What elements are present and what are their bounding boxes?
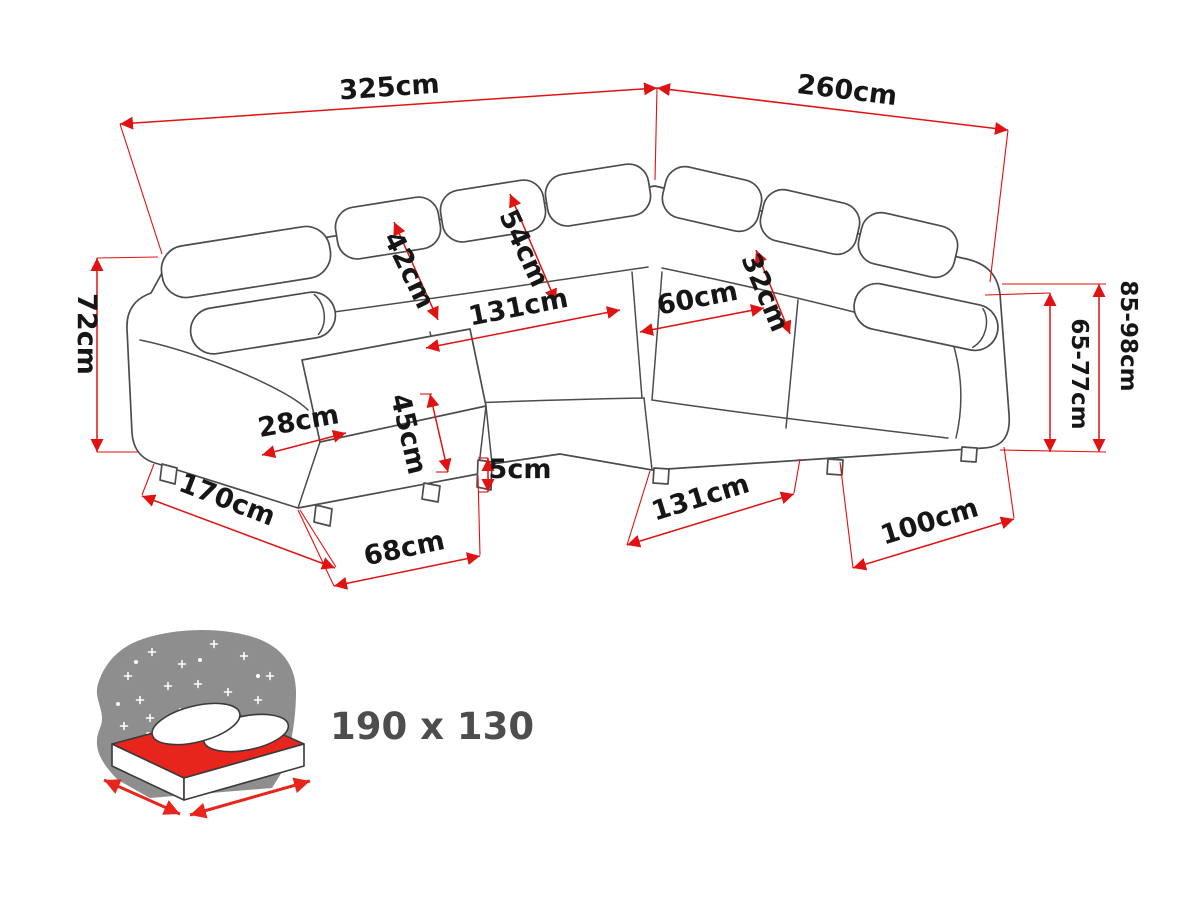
label-max-height: 85-98cm xyxy=(1115,280,1141,391)
dimension-lines xyxy=(90,82,1107,590)
label-left-arm-height: 72cm xyxy=(71,293,102,375)
label-total-width: 325cm xyxy=(338,69,440,107)
sleeping-area-label: 190 x 130 xyxy=(330,705,534,748)
bed-length-arrow xyxy=(103,778,181,816)
headrest-cushion xyxy=(759,188,861,256)
dim-line-backrest-middle xyxy=(509,193,557,303)
pillow xyxy=(151,702,241,746)
sofa-leg xyxy=(159,463,178,485)
seat-front-edge-right xyxy=(651,399,949,439)
headrest-cushion xyxy=(160,225,332,299)
sofa-leg xyxy=(960,446,978,463)
sofa-leg xyxy=(421,482,441,503)
bed-width-arrow xyxy=(189,777,311,819)
dim-line-total-depth xyxy=(656,83,1009,135)
label-leg-height: 5cm xyxy=(489,454,552,485)
dim-line-backrest-right xyxy=(754,249,792,335)
label-total-depth: 260cm xyxy=(795,69,899,112)
sofa-leg xyxy=(652,467,670,485)
dim-line-chaise-height xyxy=(426,393,452,473)
bolster-cap-right xyxy=(971,307,988,349)
label-arm-height-range: 65-77cm xyxy=(1066,318,1092,429)
sleeping-function-icon: 190 x 130 xyxy=(96,629,534,819)
dim-line-total-width xyxy=(119,82,658,130)
chaise-side-edge xyxy=(485,405,493,465)
right-arm-inner-edge xyxy=(951,339,962,439)
dim-line-front-width-right xyxy=(626,491,795,548)
bolster-cap-left xyxy=(313,293,326,336)
bolster-pillow-right xyxy=(853,282,999,352)
dim-line-backrest-left xyxy=(393,221,439,321)
dim-line-arm-width xyxy=(261,430,347,458)
bolster-pillow-left xyxy=(189,291,337,355)
dim-line-seat-width-left xyxy=(425,306,621,352)
headrest-cushion xyxy=(857,211,959,279)
seat-seam xyxy=(651,271,663,401)
left-arm-front-curve xyxy=(139,339,309,411)
seat-seam xyxy=(631,271,643,399)
sofa-drawing xyxy=(126,163,1011,527)
label-right-arm-depth: 100cm xyxy=(877,492,982,551)
seat-seam xyxy=(785,299,799,429)
dim-line-seat-depth-right xyxy=(639,304,765,336)
dim-line-chaise-length xyxy=(141,494,336,570)
headrest-cushion xyxy=(661,165,763,233)
dim-line-chaise-width xyxy=(333,552,481,590)
corner-front-edge xyxy=(643,397,653,471)
sofa-leg xyxy=(313,504,333,527)
dim-line-right-arm-depth xyxy=(852,516,1015,571)
